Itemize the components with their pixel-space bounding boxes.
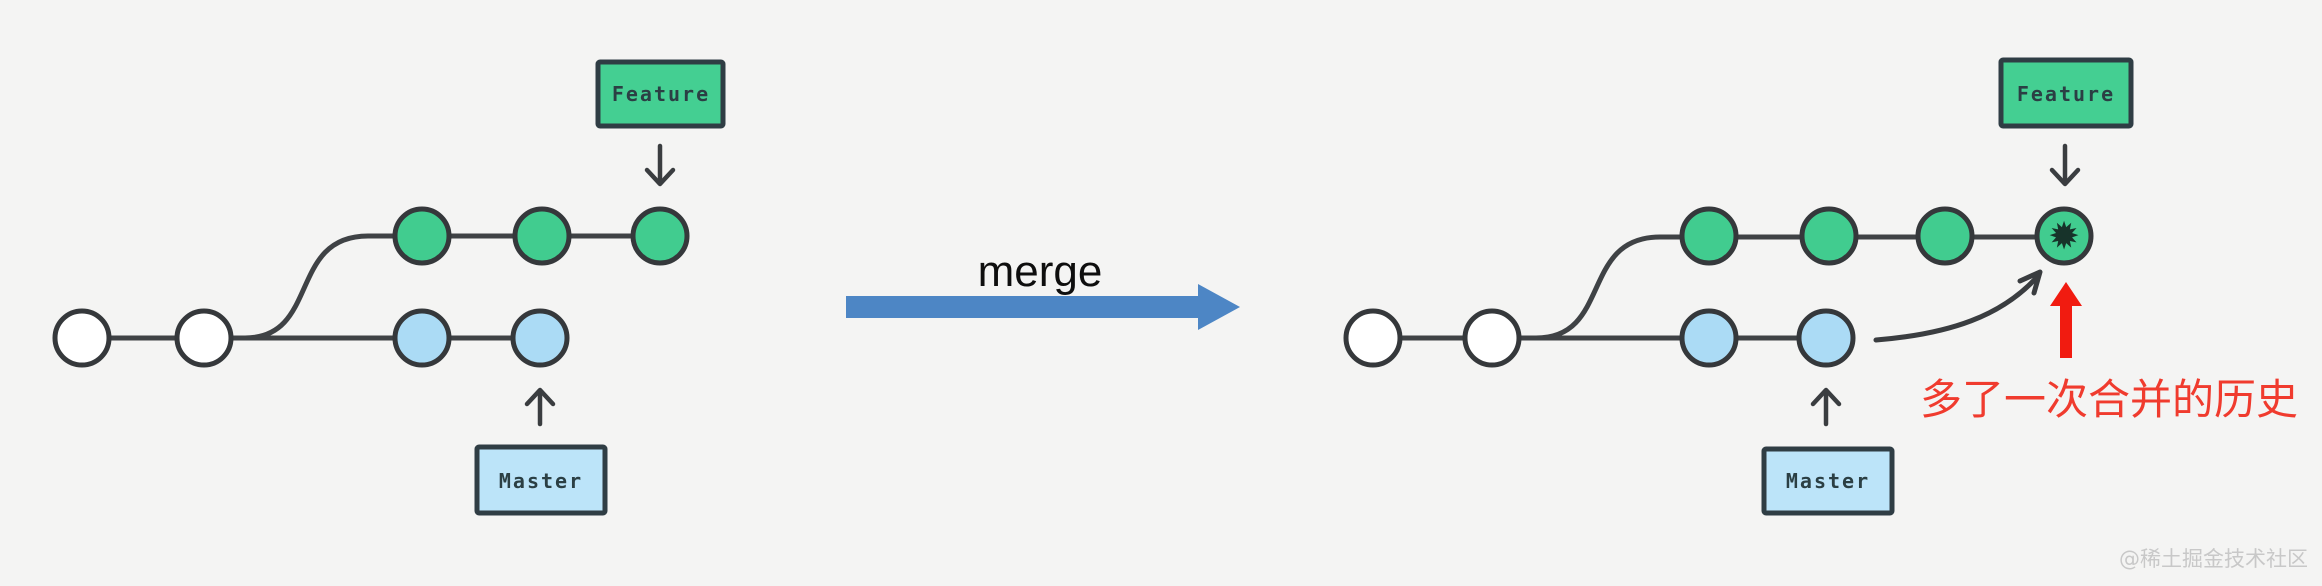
- merge-transition: merge: [846, 247, 1240, 330]
- left-diagram: Feature Master: [52, 59, 726, 516]
- arrow-up-icon: [524, 387, 556, 427]
- feature-label-box: [1998, 57, 2134, 129]
- commit-node-feature: [1799, 206, 1859, 266]
- commit-node-master: [1679, 308, 1739, 368]
- master-label-box: [1761, 446, 1895, 516]
- right-diagram: ✹ Feature Master 多了一次合并的历史: [1343, 57, 2298, 516]
- commit-node-feature: [630, 206, 690, 266]
- watermark: @稀土掘金技术社区: [2119, 547, 2308, 571]
- annotation-arrow-icon: [2050, 282, 2082, 358]
- master-label: Master: [499, 469, 583, 493]
- feature-label: Feature: [612, 82, 710, 106]
- arrow-up-icon: [1810, 387, 1842, 427]
- feature-label: Feature: [2017, 82, 2115, 106]
- commit-node-feature: [512, 206, 572, 266]
- arrow-down-icon: [644, 143, 676, 187]
- commit-node-shared: [1343, 308, 1403, 368]
- commit-node-feature: [1679, 206, 1739, 266]
- commit-node-master: [1796, 308, 1856, 368]
- annotation-text: 多了一次合并的历史: [1920, 375, 2298, 424]
- merge-commit-star-icon: ✹: [2048, 214, 2080, 258]
- commit-node-feature: [392, 206, 452, 266]
- commit-node-master: [392, 308, 452, 368]
- commit-node-feature: [1915, 206, 1975, 266]
- commit-node-master: [510, 308, 570, 368]
- commit-node-merge: [2034, 206, 2094, 266]
- merge-curve-arrow: [1873, 269, 2043, 343]
- commit-node-shared: [1462, 308, 1522, 368]
- merge-arrow-icon: [846, 284, 1240, 330]
- commit-node-shared: [52, 308, 112, 368]
- feature-label-box: [595, 59, 726, 129]
- feature-branch-line: [1533, 234, 2067, 341]
- feature-branch-line: [242, 233, 663, 341]
- master-label: Master: [1786, 469, 1870, 493]
- commit-node-shared: [174, 308, 234, 368]
- arrow-down-icon: [2049, 143, 2081, 187]
- merge-label: merge: [978, 247, 1103, 296]
- master-label-box: [474, 444, 608, 516]
